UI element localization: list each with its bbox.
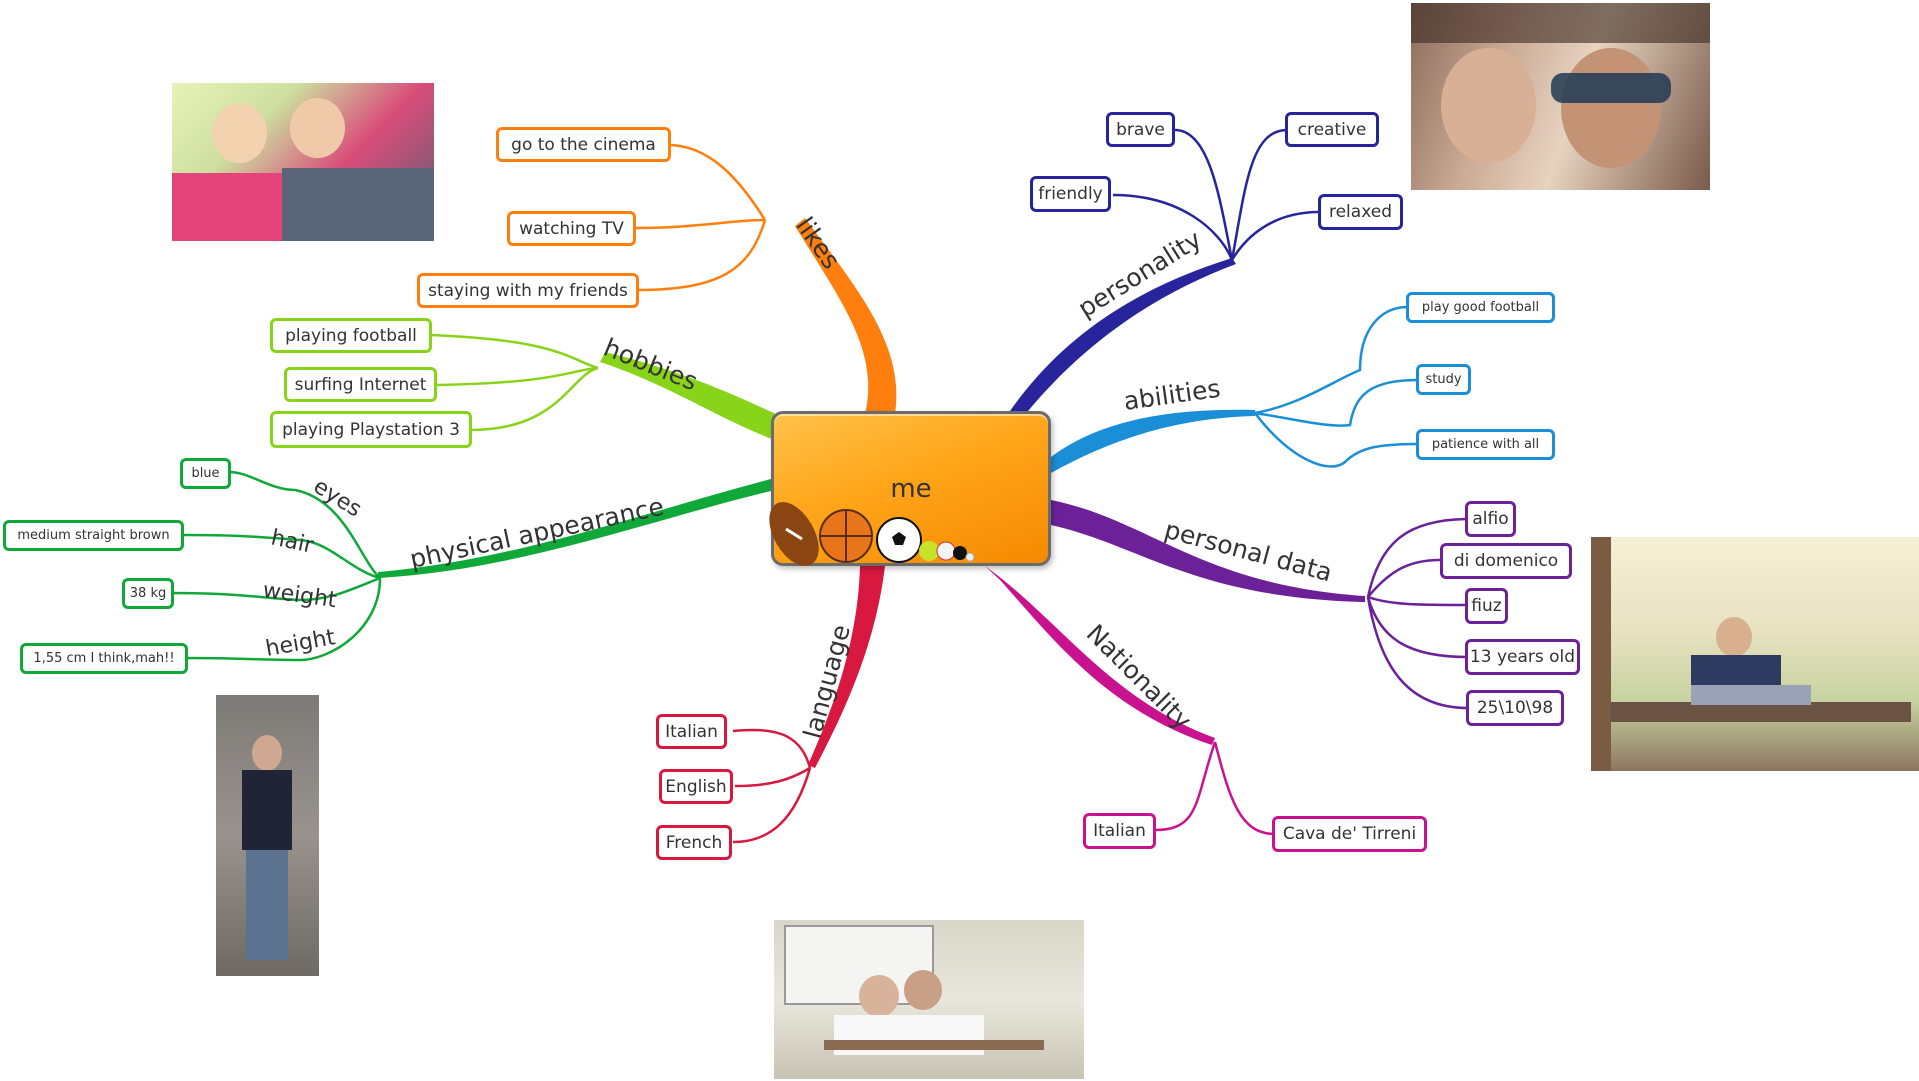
golf-ball-icon — [965, 552, 974, 562]
photo-standing-boy-left — [216, 695, 319, 976]
branch-physical — [378, 478, 775, 578]
connector — [469, 366, 599, 432]
connector — [1174, 128, 1234, 261]
connector — [434, 366, 599, 387]
leaf-nationality-cava[interactable]: Cava de' Tirreni — [1272, 816, 1427, 852]
leaf-hobbies-football[interactable]: playing football — [270, 318, 432, 353]
connector — [732, 767, 812, 844]
leaf-eyes-value[interactable]: blue — [180, 458, 231, 489]
connector — [1112, 193, 1234, 261]
branch-personality — [1010, 258, 1236, 411]
branch-personal — [1051, 500, 1365, 602]
billiard-ball-icon — [953, 546, 967, 560]
leaf-language-french[interactable]: French — [656, 825, 732, 860]
connector — [632, 218, 766, 230]
connector — [171, 576, 381, 602]
photo-boy-at-table-right — [1591, 537, 1919, 771]
leaf-hair-value[interactable]: medium straight brown — [3, 520, 184, 551]
leaf-personality-creative[interactable]: creative — [1285, 112, 1379, 147]
leaf-language-italian[interactable]: Italian — [656, 714, 727, 749]
leaf-abilities-football[interactable]: play good football — [1406, 292, 1555, 323]
leaf-personality-brave[interactable]: brave — [1106, 112, 1175, 147]
connector — [1366, 596, 1469, 659]
leaf-likes-friends[interactable]: staying with my friends — [417, 273, 639, 308]
connector — [1366, 517, 1467, 598]
connector — [1154, 741, 1217, 832]
central-node-me[interactable]: me — [769, 411, 1051, 566]
leaf-abilities-patience[interactable]: patience with all — [1416, 429, 1555, 460]
branch-label-abilities: abilities — [1122, 374, 1222, 416]
photo-selfie-topright — [1411, 3, 1710, 190]
connector — [732, 728, 812, 769]
branch-language — [808, 566, 885, 768]
connector — [1230, 128, 1288, 261]
branch-label-physical: physical appearance — [407, 492, 666, 574]
connector — [1367, 558, 1441, 598]
leaf-height-value[interactable]: 1,55 cm I think,mah!! — [20, 643, 188, 674]
leaf-likes-cinema[interactable]: go to the cinema — [496, 127, 671, 162]
american-football-icon — [769, 502, 819, 566]
leaf-weight-value[interactable]: 38 kg — [122, 578, 174, 609]
branch-abilities — [1051, 409, 1255, 473]
branch-hobbies — [600, 352, 778, 440]
sports-balls-icon — [769, 502, 974, 566]
connector — [1253, 412, 1419, 468]
leaf-hobbies-playstation[interactable]: playing Playstation 3 — [270, 411, 472, 448]
leaf-likes-tv[interactable]: watching TV — [507, 211, 636, 246]
connector — [180, 533, 381, 580]
connector — [185, 577, 382, 662]
connector — [228, 470, 381, 579]
photo-two-boys-topleft — [172, 83, 434, 241]
connector — [635, 219, 767, 292]
leaf-personality-friendly[interactable]: friendly — [1030, 176, 1111, 212]
connector — [1367, 595, 1469, 607]
connector — [1254, 305, 1409, 415]
connector — [1230, 210, 1320, 261]
branch-nationality — [985, 566, 1215, 745]
photo-classroom-bottom — [774, 920, 1084, 1079]
leaf-language-english[interactable]: English — [659, 769, 733, 804]
branch-label-hobbies: hobbies — [600, 333, 702, 397]
connector — [1254, 378, 1419, 427]
leaf-abilities-study[interactable]: study — [1416, 364, 1471, 395]
branch-likes — [795, 218, 897, 414]
leaf-personal-name[interactable]: alfio — [1465, 501, 1516, 537]
tennis-ball-icon — [919, 541, 939, 561]
connector — [734, 766, 811, 788]
leaf-personal-surname[interactable]: di domenico — [1440, 543, 1572, 579]
leaf-personal-nickname[interactable]: fiuz — [1465, 588, 1508, 624]
connector — [429, 333, 599, 370]
sub-label-weight: weight — [261, 578, 338, 613]
leaf-personal-birthdate[interactable]: 25\10\98 — [1466, 690, 1564, 726]
leaf-personal-age[interactable]: 13 years old — [1465, 639, 1580, 675]
main-branches — [378, 218, 1365, 768]
connector — [1213, 741, 1276, 836]
connector — [667, 143, 767, 221]
connector — [1366, 596, 1469, 710]
leaf-nationality-italian[interactable]: Italian — [1083, 813, 1156, 849]
leaf-personality-relaxed[interactable]: relaxed — [1318, 194, 1403, 230]
central-label: me — [890, 474, 932, 504]
leaf-connectors — [171, 128, 1469, 844]
sub-label-hair: hair — [269, 525, 317, 559]
leaf-hobbies-internet[interactable]: surfing Internet — [284, 367, 437, 402]
sub-label-height: height — [264, 625, 338, 662]
baseball-icon — [936, 541, 956, 561]
